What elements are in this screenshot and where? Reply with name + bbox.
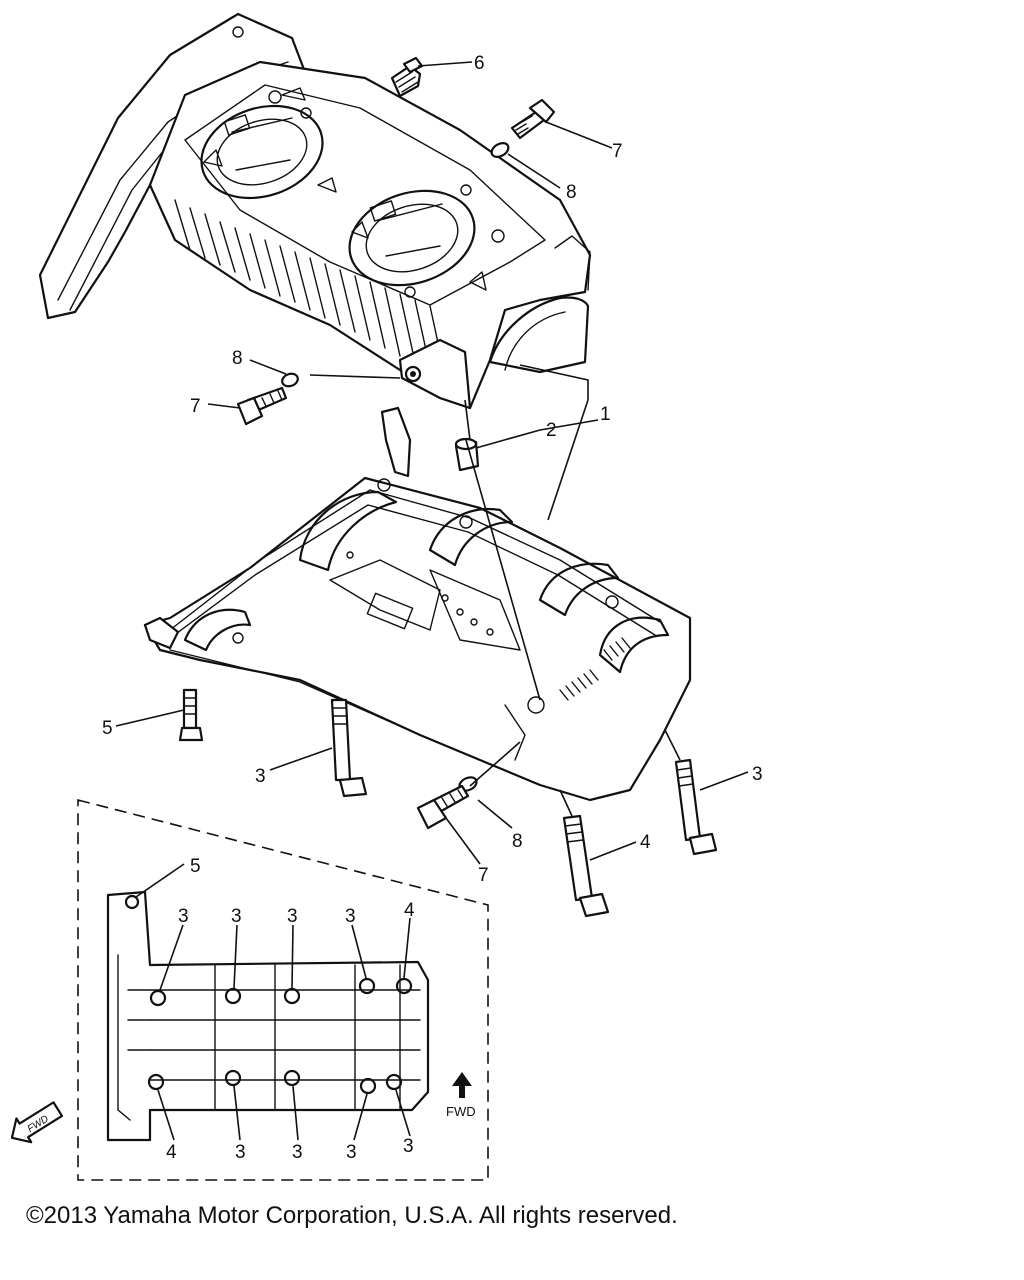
fwd-stamp-icon: FWD — [10, 1101, 64, 1144]
part-3-bolt-right — [674, 758, 718, 856]
callout-leaders — [115, 61, 749, 865]
callout-4: 4 — [640, 832, 651, 853]
inset-callout-3: 3 — [287, 906, 298, 927]
callout-5: 5 — [102, 718, 113, 739]
callout-7: 7 — [478, 865, 489, 886]
inset-bolt-holes — [124, 894, 413, 1095]
part-5-bolt — [178, 688, 204, 742]
callout-8: 8 — [232, 348, 243, 369]
bottom-view-inset: 5 3 3 3 3 4 4 3 3 3 3 FWD — [77, 798, 489, 1181]
inset-callout-3: 3 — [292, 1142, 303, 1163]
inset-callout-3: 3 — [345, 906, 356, 927]
inset-callout-4: 4 — [404, 900, 415, 921]
callout-8: 8 — [566, 182, 577, 203]
callout-3: 3 — [752, 764, 763, 785]
inset-fwd-label: FWD — [446, 1104, 476, 1119]
part-8-washer-upper — [490, 142, 510, 158]
part-7-bolt-left — [236, 386, 288, 426]
part-6-plug — [390, 56, 424, 98]
callout-6: 6 — [474, 53, 485, 74]
callout-1: 1 — [600, 404, 611, 425]
part-8-washer-left — [281, 372, 299, 388]
callout-8: 8 — [512, 831, 523, 852]
part-3-bolt-left — [330, 698, 368, 798]
assembly-lines — [309, 364, 681, 817]
callout-numbers: 6 7 8 8 7 2 1 5 3 3 4 8 7 — [102, 53, 763, 886]
callout-2: 2 — [546, 420, 557, 441]
upper-crankcase — [38, 12, 592, 410]
inset-callout-3: 3 — [346, 1142, 357, 1163]
part-7-bolt-upper — [510, 98, 556, 140]
part-4-bolt — [562, 814, 610, 918]
inset-callout-3: 3 — [403, 1136, 414, 1157]
callout-3: 3 — [255, 766, 266, 787]
copyright-notice: ©2013 Yamaha Motor Corporation, U.S.A. A… — [26, 1202, 678, 1229]
inset-callout-3: 3 — [235, 1142, 246, 1163]
inset-callout-3: 3 — [178, 906, 189, 927]
part-7-bolt-lower — [416, 784, 470, 830]
inset-callout-4: 4 — [166, 1142, 177, 1163]
callout-7: 7 — [190, 396, 201, 417]
callout-7: 7 — [612, 141, 623, 162]
inset-callout-5: 5 — [190, 856, 201, 877]
lower-crankcase — [143, 406, 692, 802]
inset-callout-3: 3 — [231, 906, 242, 927]
cooling-fins — [174, 199, 446, 376]
crankcase-drawing: 6 7 8 8 7 2 1 5 3 3 4 8 7 — [10, 12, 763, 1181]
fwd-arrow-icon — [452, 1072, 472, 1098]
